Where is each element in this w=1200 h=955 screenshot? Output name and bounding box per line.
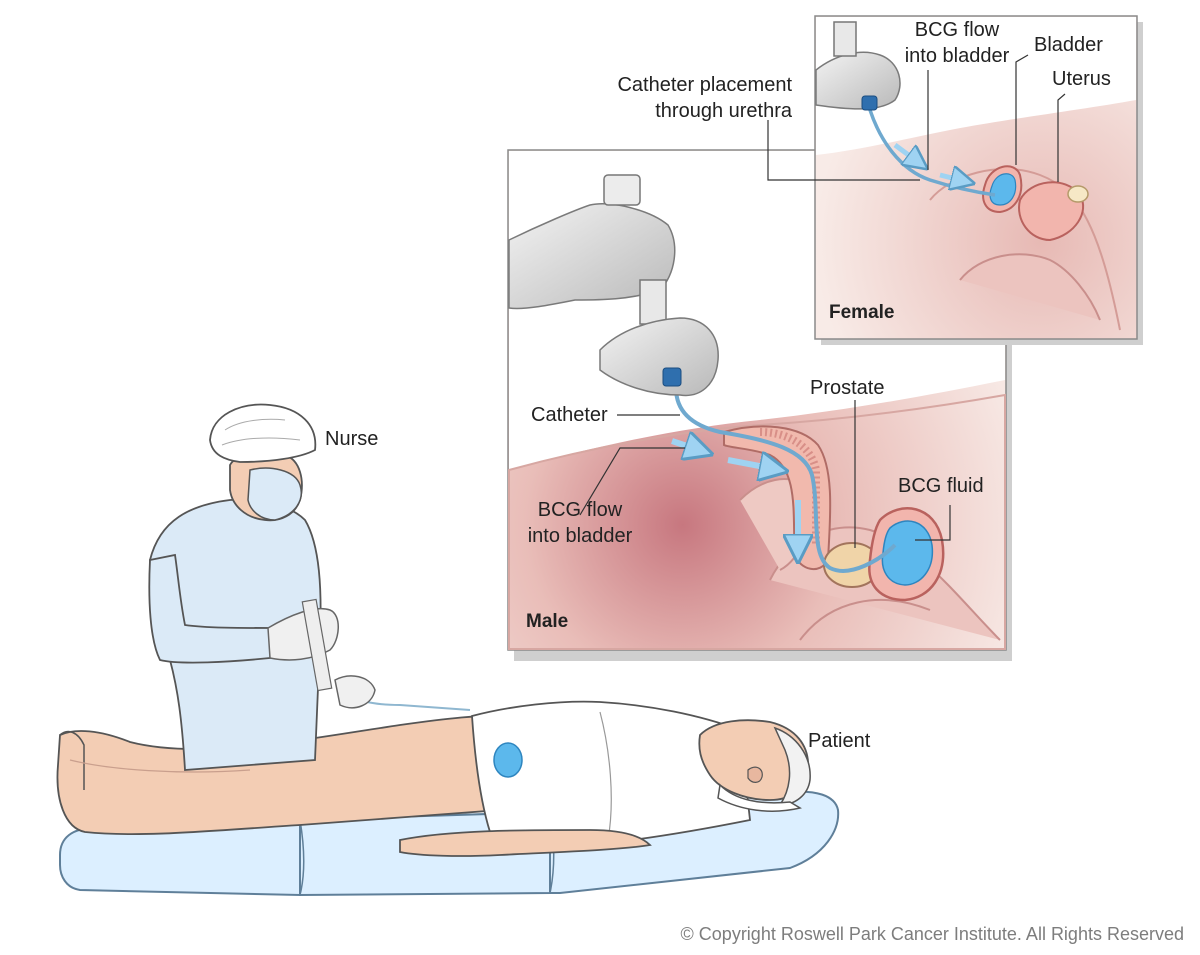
- copyright-notice: © Copyright Roswell Park Cancer Institut…: [680, 924, 1184, 944]
- label-bcg-fluid: BCG fluid: [898, 475, 984, 497]
- catheter-connector-icon: [662, 367, 682, 387]
- ovary: [1067, 185, 1089, 203]
- label-male: Male: [526, 611, 569, 632]
- bladder-marker-icon: [493, 742, 523, 778]
- catheter-tube-female: [868, 109, 996, 197]
- label-female: Female: [829, 302, 895, 323]
- label-catheter-placement-line2: through urethra: [655, 100, 792, 122]
- label-bcg-flow-female-line2: into bladder: [904, 45, 1010, 67]
- label-bcg-flow-male-line2: into bladder: [527, 525, 633, 547]
- uterus-shape: [1018, 181, 1085, 242]
- female-panel: [767, 15, 1143, 345]
- patient-figure: [56, 700, 811, 857]
- pillow: [717, 783, 802, 812]
- surgical-mask: [247, 467, 302, 521]
- catheter-tube-male: [674, 387, 897, 573]
- surgical-cap: [209, 403, 317, 463]
- bcg-fluid-male: [881, 520, 934, 586]
- patient-gown: [471, 700, 751, 847]
- gloved-hand-upper: [508, 174, 676, 325]
- label-bcg-flow-female-line1: BCG flow: [914, 19, 1000, 41]
- flow-arrow: [727, 460, 780, 470]
- flow-arrow: [671, 441, 705, 452]
- label-catheter: Catheter: [531, 404, 608, 426]
- bcg-fluid-female: [989, 173, 1017, 206]
- label-bcg-flow-male-line1: BCG flow: [537, 499, 623, 521]
- label-patient: Patient: [808, 730, 871, 752]
- gloved-hand-female: [815, 21, 901, 111]
- label-nurse: Nurse: [325, 428, 379, 450]
- gloved-hand-lower: [599, 317, 719, 397]
- nurse-figure: [148, 403, 471, 771]
- syringe-barrel: [639, 279, 667, 325]
- syringe-plunger: [603, 174, 641, 206]
- label-uterus: Uterus: [1052, 68, 1111, 90]
- label-prostate: Prostate: [810, 377, 885, 399]
- label-bladder: Bladder: [1034, 34, 1103, 56]
- label-catheter-placement-line1: Catheter placement: [617, 74, 792, 96]
